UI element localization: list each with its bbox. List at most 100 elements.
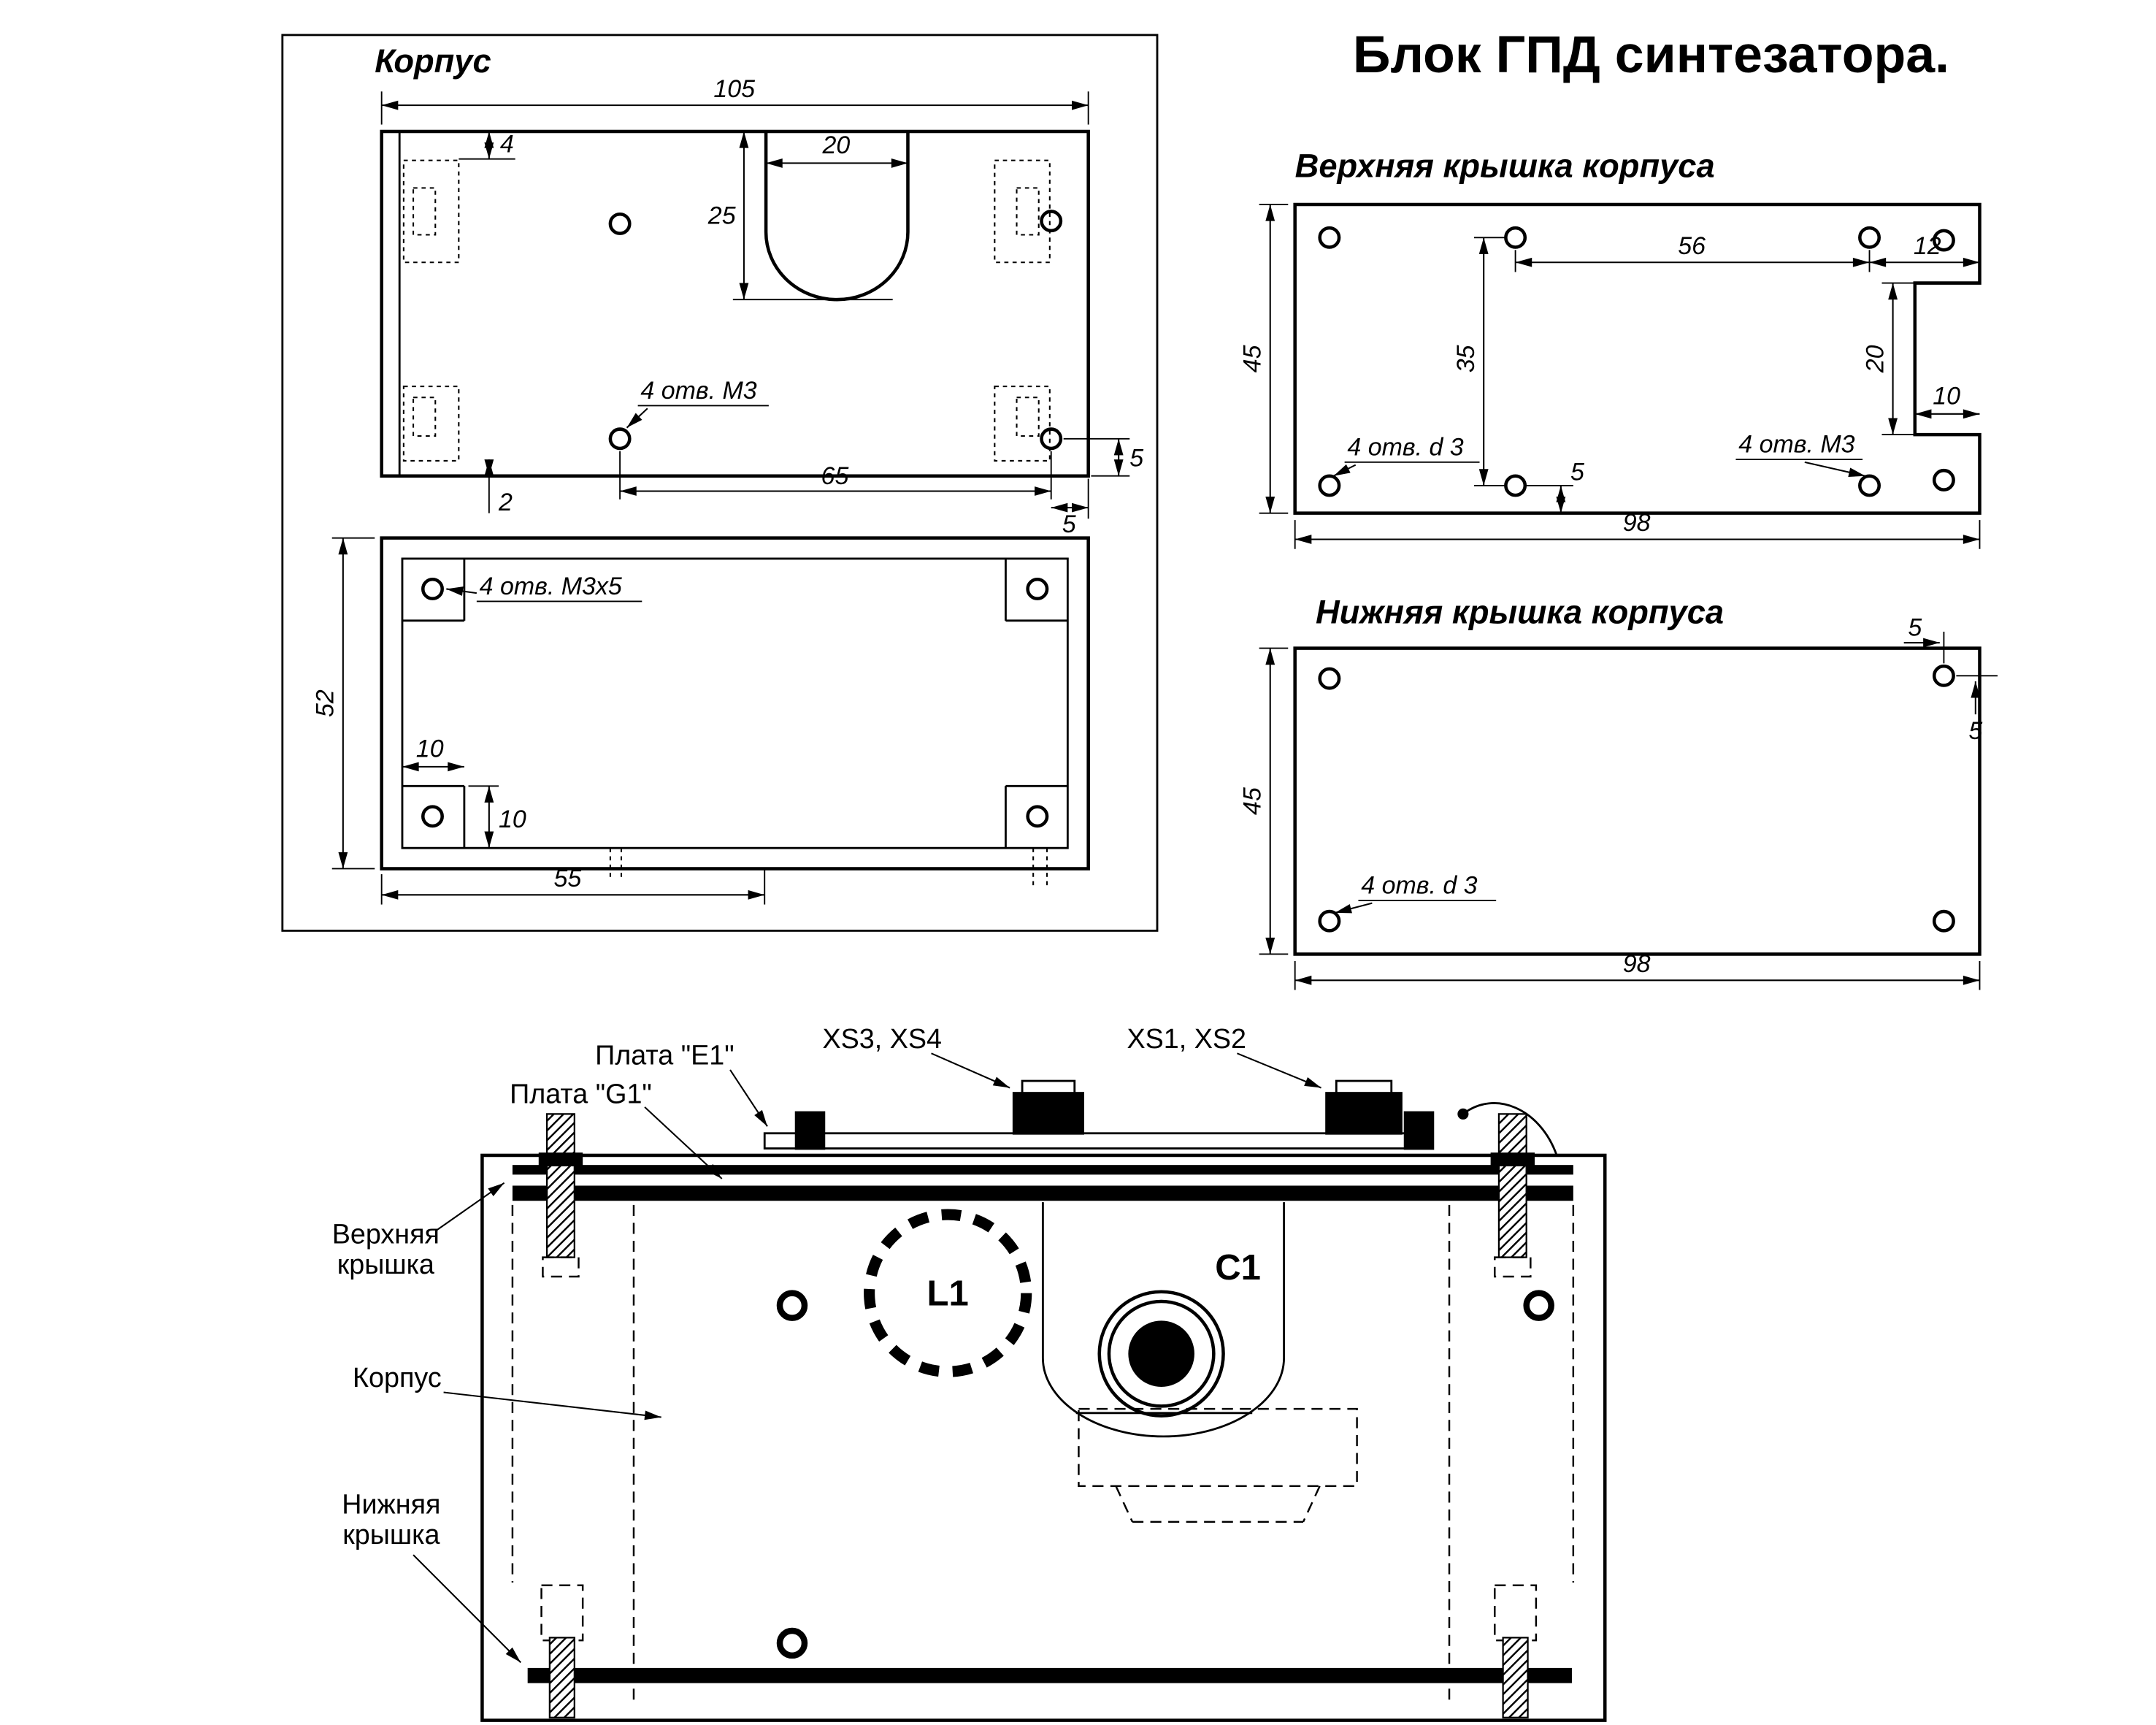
callout-top-cover: Верхняя крышка	[332, 1182, 505, 1280]
board-e1-label: Плата "E1"	[595, 1039, 734, 1070]
dim-65-text: 65	[821, 462, 849, 490]
label-m3-top-cover: 4 отв. М3	[1735, 431, 1866, 477]
dim-10-v-text: 10	[499, 806, 526, 833]
callout-board-g1: Плата "G1"	[510, 1078, 723, 1179]
hole	[1523, 1290, 1554, 1321]
dim-2: 2	[484, 459, 513, 516]
case-inside-outline	[380, 536, 1090, 871]
case-hidden-features	[402, 159, 1051, 462]
dim-98-text: 98	[1623, 950, 1651, 978]
dim-98-text: 98	[1623, 509, 1651, 537]
dim-52-text: 52	[312, 689, 339, 717]
standoff-left	[540, 1584, 584, 1718]
hole	[1858, 226, 1881, 249]
standoff-right	[1494, 1584, 1538, 1718]
hole	[1932, 468, 1955, 492]
sheet-title: Блок ГПД синтезатора.	[1353, 26, 1949, 84]
hole	[608, 427, 632, 451]
dim-5-h-text: 5	[1908, 614, 1922, 642]
hole	[1318, 226, 1341, 249]
dim-4-text: 4	[500, 130, 514, 158]
dim-12: 12	[1869, 232, 1980, 267]
dim-98-bottom-cover: 98	[1294, 950, 1981, 990]
bottom-cover-title: Нижняя крышка корпуса	[1316, 594, 1724, 631]
board-e1	[763, 1111, 1435, 1150]
bottom-cover-label-line1: Нижняя	[342, 1489, 440, 1520]
case-label: Корпус	[353, 1362, 442, 1393]
hole	[1932, 664, 1955, 687]
label-m3-text: 4 отв. М3	[1738, 431, 1854, 459]
board-g1-bar	[512, 1165, 1573, 1175]
hole	[1318, 909, 1341, 933]
hole	[1318, 474, 1341, 497]
dim-5-h-bottom-cover: 5	[1903, 614, 1945, 664]
bottom-cover-label-line2: крышка	[342, 1519, 440, 1550]
dim-5-bottom-text: 5	[1062, 510, 1076, 538]
dim-25-text: 25	[707, 202, 736, 229]
callout-case: Корпус	[353, 1362, 661, 1420]
label-d3-text: 4 отв. d 3	[1361, 871, 1477, 899]
dim-5-v-text: 5	[1968, 717, 1982, 745]
dim-5-right: 5	[1063, 437, 1143, 477]
dim-10-notch: 10	[1914, 383, 1980, 419]
bottom-cover-view: Нижняя крышка корпуса 5 5 45 98	[1239, 594, 1998, 990]
dim-105: 105	[380, 75, 1089, 125]
dim-12-text: 12	[1914, 232, 1941, 260]
corner-bosses	[402, 558, 1068, 849]
dim-45-bottom-cover: 45	[1239, 647, 1289, 955]
assembly-view: L1 C1 Плат	[332, 1023, 1607, 1722]
case-panel-title: Корпус	[375, 42, 491, 80]
hole	[1026, 577, 1049, 600]
top-cover-label-line2: крышка	[337, 1249, 434, 1280]
case-panel-frame	[281, 34, 1159, 932]
top-cover-view: Верхняя крышка корпуса 45 56 12	[1239, 147, 1982, 549]
hole	[1932, 229, 1955, 252]
case-outline	[380, 129, 1090, 478]
callout-bottom-cover: Нижняя крышка	[342, 1489, 521, 1664]
case-panel: Корпус	[281, 34, 1159, 932]
dim-4: 4	[459, 130, 515, 160]
hole	[1504, 226, 1527, 249]
dim-20: 20	[766, 131, 908, 168]
callout-xs34: XS3, XS4	[822, 1023, 1010, 1089]
label-d3-top-cover: 4 отв. d 3	[1333, 433, 1480, 477]
hole	[1040, 427, 1063, 451]
dim-5-top-cover: 5	[1526, 458, 1584, 513]
dim-35-text: 35	[1452, 345, 1480, 372]
dim-10-h: 10	[402, 735, 464, 772]
top-cover-label-line1: Верхняя	[332, 1219, 440, 1250]
label-d3-bottom-cover: 4 отв. d 3	[1335, 871, 1497, 914]
holes-label-m3x5: 4 отв. М3х5	[446, 573, 642, 603]
dim-5-right-text: 5	[1129, 445, 1143, 473]
dim-20-text: 20	[1861, 345, 1889, 373]
hole	[1040, 210, 1063, 233]
holes-label-m3-text: 4 отв. М3	[640, 377, 756, 405]
hole	[1026, 805, 1049, 828]
dim-20-notch: 20	[1861, 282, 1915, 436]
wire	[1457, 1102, 1558, 1156]
dim-2-text: 2	[498, 489, 513, 516]
hole	[776, 1627, 808, 1659]
dim-5-bottom: 5	[1051, 478, 1089, 538]
hole	[1318, 667, 1341, 690]
dim-55-text: 55	[554, 865, 582, 892]
assembly-hidden-lines	[511, 1204, 1575, 1703]
dim-56: 56	[1514, 232, 1871, 272]
hole	[776, 1290, 808, 1321]
hidden-screw-marks	[609, 848, 1048, 886]
holes-label-m3x5-text: 4 отв. М3х5	[480, 573, 622, 600]
dim-52: 52	[312, 537, 375, 870]
callout-board-e1: Плата "E1"	[595, 1039, 768, 1127]
hole	[421, 805, 444, 828]
screw-right-top	[1490, 1113, 1535, 1278]
dim-35: 35	[1452, 237, 1508, 486]
dim-20-text: 20	[821, 131, 850, 159]
case-inside-inner	[401, 557, 1069, 849]
dim-55: 55	[380, 865, 766, 905]
bottom-cover-bar	[527, 1667, 1572, 1683]
inductor-l1: L1	[864, 1209, 1032, 1377]
assembly-case-outline	[480, 1153, 1607, 1722]
dim-10-h-text: 10	[416, 735, 444, 763]
hole	[608, 212, 632, 235]
